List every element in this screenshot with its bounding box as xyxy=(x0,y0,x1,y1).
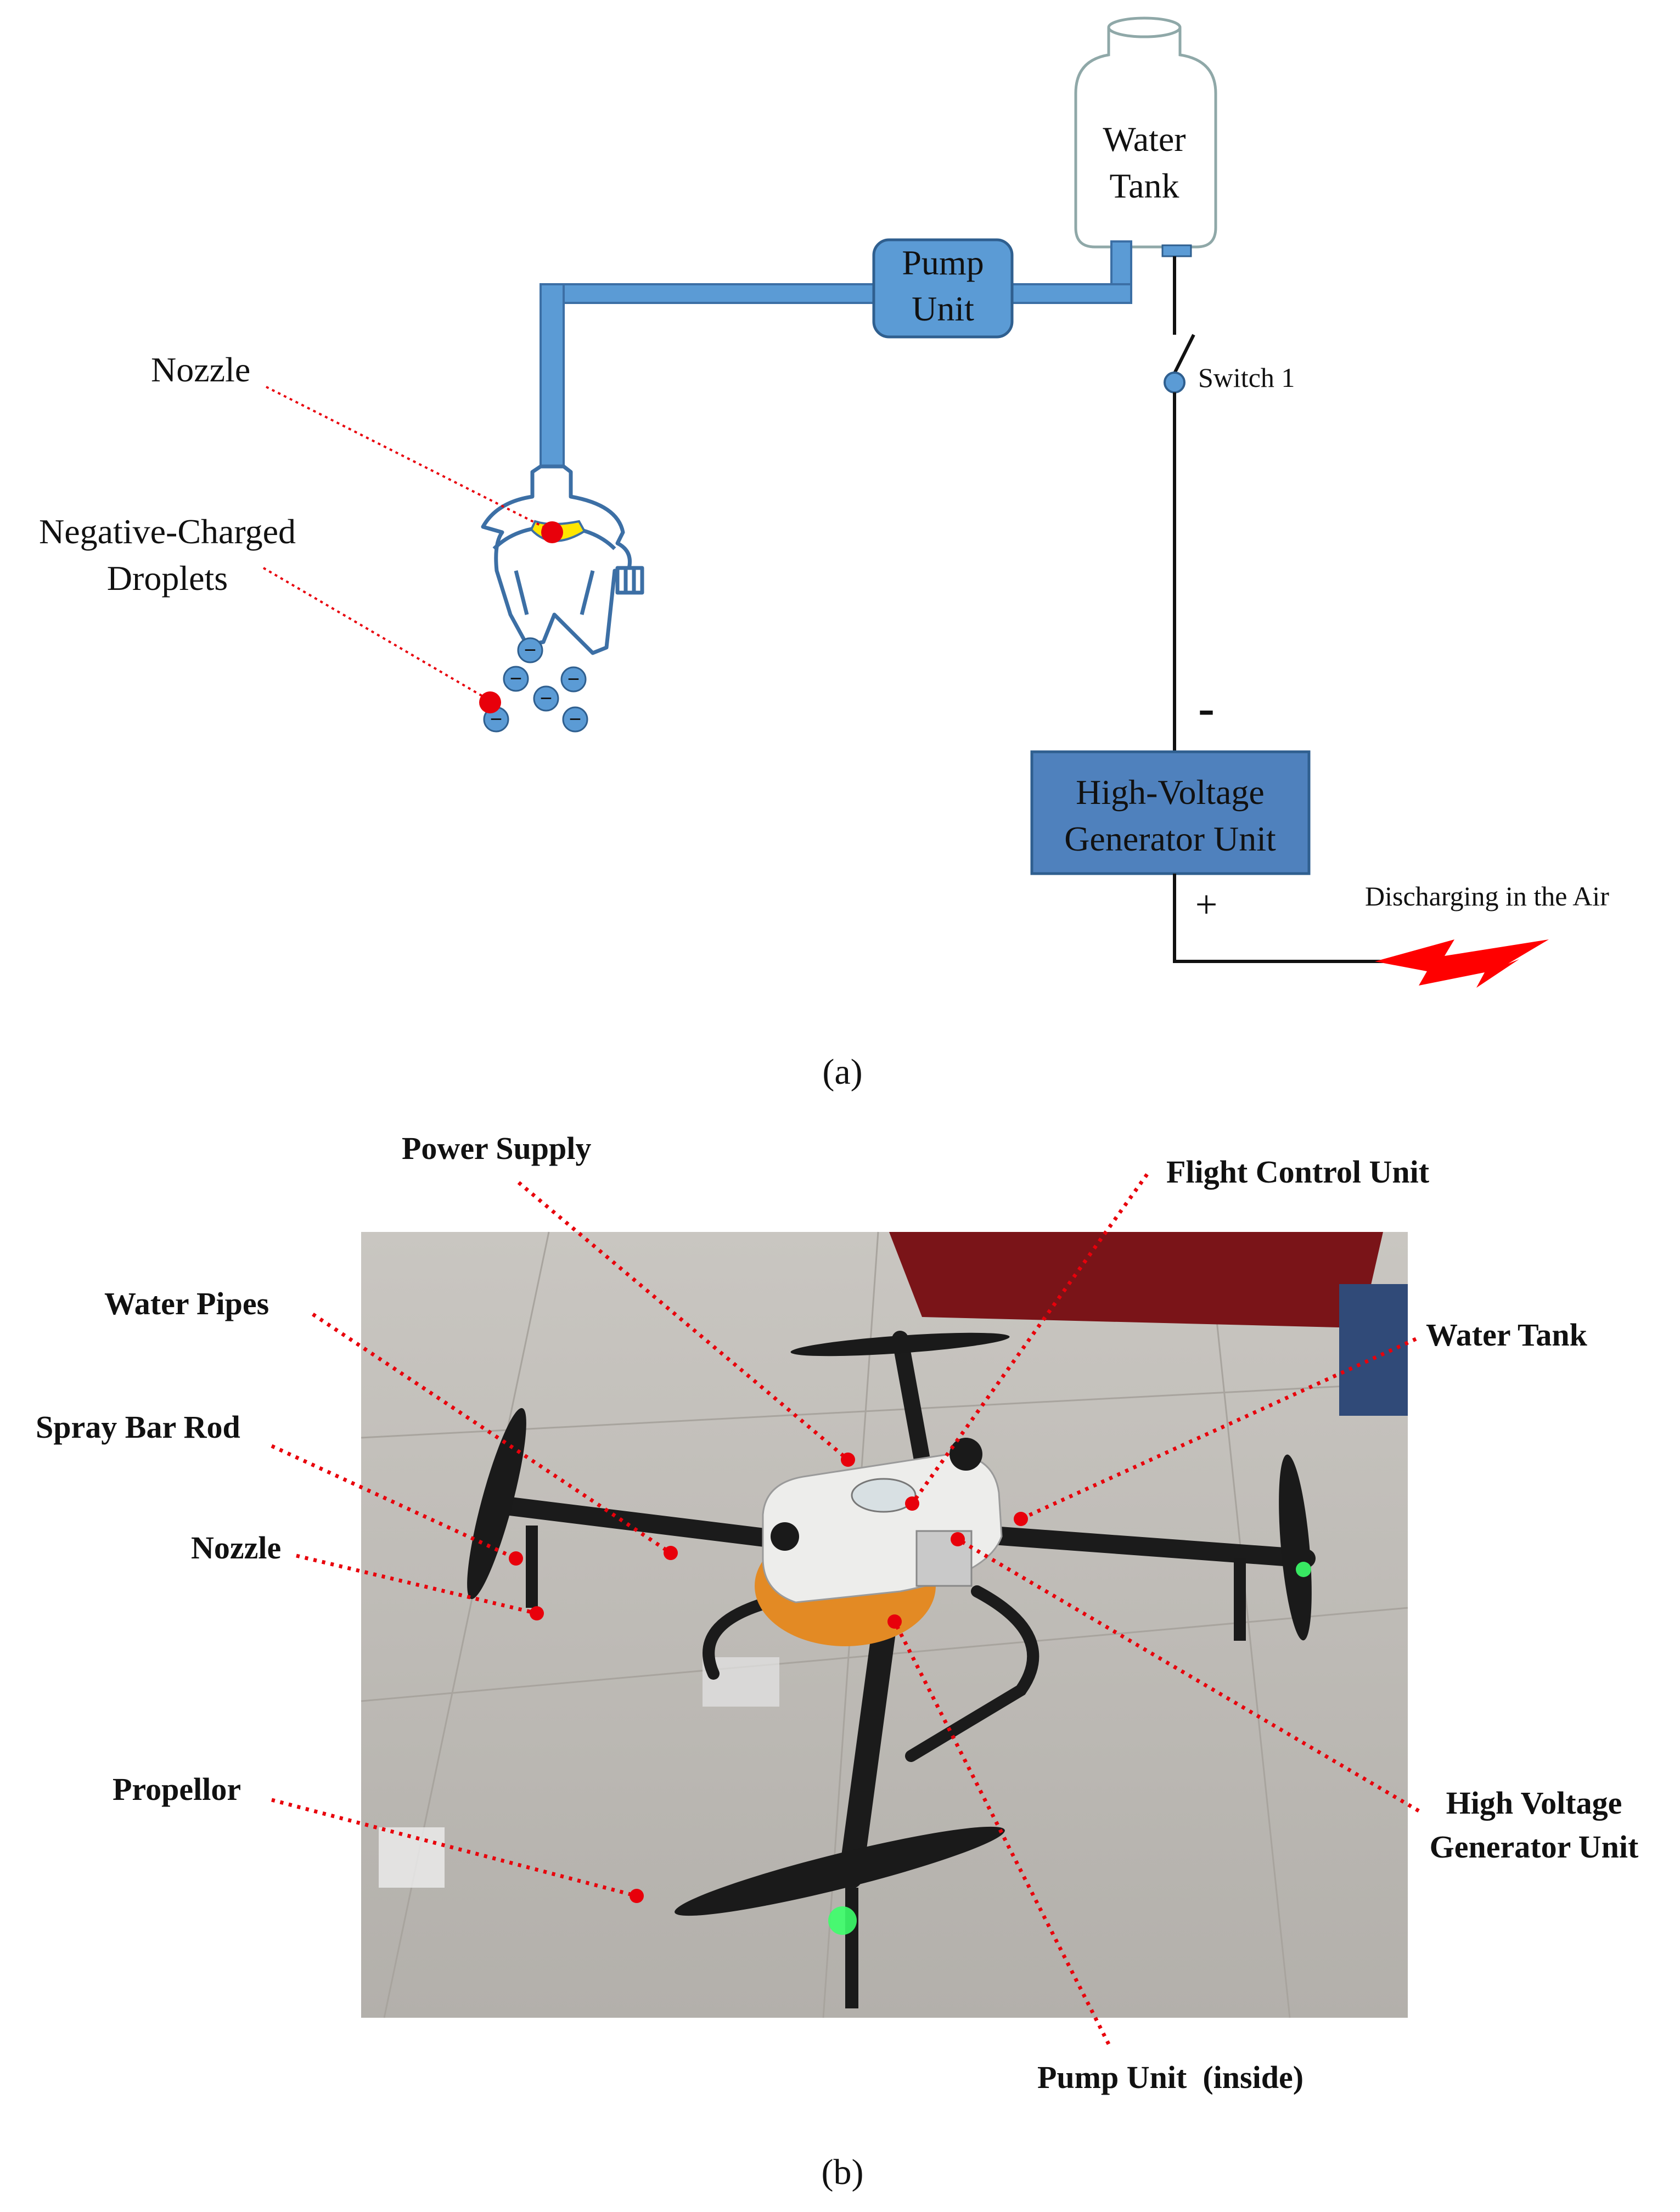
panel-b-leader-lines xyxy=(271,1173,1420,2045)
lightning-discharge-icon xyxy=(1375,939,1549,988)
label-hv-generator-line2: Generator Unit xyxy=(1430,1829,1639,1865)
flight-control-marker xyxy=(905,1496,919,1511)
hv-generator-label-line2: Generator Unit xyxy=(1064,819,1276,858)
label-water-pipes: Water Pipes xyxy=(104,1286,269,1321)
tank-cap xyxy=(949,1438,982,1471)
green-led xyxy=(1296,1562,1311,1577)
nozzle-drawing xyxy=(481,464,644,655)
landing-leg xyxy=(1234,1558,1246,1641)
label-hv-generator-line1: High Voltage xyxy=(1446,1785,1622,1821)
pump-unit-label-line1: Pump xyxy=(902,243,984,282)
water-pipe xyxy=(540,240,1132,468)
panel-a-caption: (a) xyxy=(822,1052,862,1092)
svg-text:−: − xyxy=(510,666,522,691)
pump-unit-marker xyxy=(887,1614,902,1629)
water-tank-bottle xyxy=(1074,16,1217,249)
minus-terminal-sign: - xyxy=(1198,681,1215,735)
propellor-marker xyxy=(630,1889,644,1903)
panel-b-photo: Power Supply Flight Control Unit Water P… xyxy=(36,1130,1639,2192)
droplet: − xyxy=(533,685,559,712)
droplets-leader-line xyxy=(262,567,490,701)
svg-text:−: − xyxy=(524,638,537,662)
switch-label: Switch 1 xyxy=(1198,362,1295,393)
droplet: − xyxy=(503,666,529,692)
water-tank-label-line1: Water xyxy=(1103,120,1185,159)
panel-b-labels: Power Supply Flight Control Unit Water P… xyxy=(36,1130,1639,2095)
droplet: − xyxy=(562,706,588,733)
svg-text:−: − xyxy=(540,686,553,711)
hv-generator-marker xyxy=(951,1532,965,1546)
svg-text:−: − xyxy=(568,667,580,691)
label-spray-bar-rod: Spray Bar Rod xyxy=(36,1409,240,1445)
nozzle-leader-line xyxy=(266,386,549,531)
plus-terminal-sign: + xyxy=(1195,882,1218,926)
label-flight-control-unit: Flight Control Unit xyxy=(1166,1154,1430,1190)
droplet: − xyxy=(517,637,543,663)
label-power-supply: Power Supply xyxy=(402,1130,591,1166)
discharge-label: Discharging in the Air xyxy=(1365,881,1609,911)
label-nozzle: Nozzle xyxy=(191,1530,281,1566)
label-propellor: Propellor xyxy=(113,1771,241,1807)
switch-pivot xyxy=(1164,372,1185,393)
nozzle-label: Nozzle xyxy=(151,350,250,389)
droplets-label-line2: Droplets xyxy=(107,559,228,598)
propellers xyxy=(467,1332,1312,1916)
switch-lever xyxy=(1173,334,1195,374)
pump-unit-label-line2: Unit xyxy=(912,289,974,328)
flight-controller-dome xyxy=(851,1478,917,1513)
svg-text:−: − xyxy=(569,707,582,731)
water-tank-label-line2: Tank xyxy=(1109,166,1179,205)
panel-b-marker-dots xyxy=(509,1453,1028,1903)
hv-generator-box xyxy=(1030,750,1311,875)
landing-leg xyxy=(526,1526,538,1608)
background-stand xyxy=(1339,1284,1408,1416)
wire-generator-to-ground xyxy=(1173,874,1383,963)
hv-generator-label-line1: High-Voltage xyxy=(1076,773,1265,812)
water-pipes-marker xyxy=(664,1546,678,1560)
water-tank-marker xyxy=(1014,1512,1028,1526)
pump-unit-box xyxy=(872,238,1014,339)
droplet: − xyxy=(560,666,587,693)
green-led xyxy=(828,1906,857,1935)
nozzle-marker xyxy=(530,1606,544,1620)
panel-a-diagram: Water Tank Pump Unit Switch 1 - High-Vol… xyxy=(39,16,1609,1092)
nozzle-marker-dot xyxy=(541,521,563,543)
tank-cap xyxy=(771,1522,799,1551)
panel-b-caption: (b) xyxy=(822,2152,864,2192)
spray-bar-rod-marker xyxy=(509,1551,523,1566)
light-reflection xyxy=(379,1827,445,1888)
charged-droplets: − − − − − − xyxy=(483,637,588,733)
background-table-cloth xyxy=(889,1232,1383,1328)
power-supply-marker xyxy=(841,1453,855,1467)
tank-electrode-terminal xyxy=(1161,244,1192,257)
label-pump-unit-inside: Pump Unit (inside) xyxy=(1037,2059,1303,2095)
droplet-marker-dot xyxy=(479,691,501,713)
droplets-label-line1: Negative-Charged xyxy=(39,512,296,551)
landing-leg xyxy=(845,1888,858,2008)
label-water-tank: Water Tank xyxy=(1426,1317,1588,1353)
